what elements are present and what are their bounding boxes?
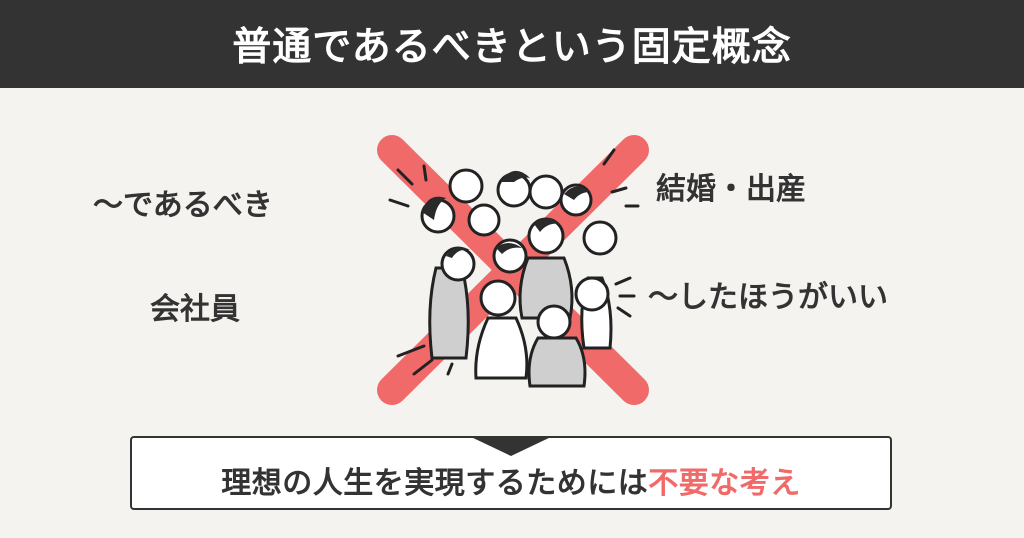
conclusion-main: 理想の人生を実現するためには — [221, 466, 649, 501]
header-bar: 普通であるべきという固定概念 — [0, 0, 1024, 88]
conclusion-accent: 不要な考え — [648, 466, 801, 501]
down-arrow-icon — [469, 436, 553, 456]
label-better-to-do: 〜したほうがいい — [648, 280, 888, 315]
page-title: 普通であるべきという固定概念 — [232, 25, 792, 70]
crowd-x-icon — [377, 135, 649, 405]
label-marriage-childbirth: 結婚・出産 — [656, 172, 806, 207]
label-should-be: 〜であるべき — [93, 188, 273, 223]
crowd-illustration — [368, 128, 658, 410]
label-company-employee: 会社員 — [150, 292, 240, 327]
conclusion-text: 理想の人生を実現するためには不要な考え — [221, 458, 801, 502]
conclusion-box: 理想の人生を実現するためには不要な考え — [130, 436, 892, 510]
